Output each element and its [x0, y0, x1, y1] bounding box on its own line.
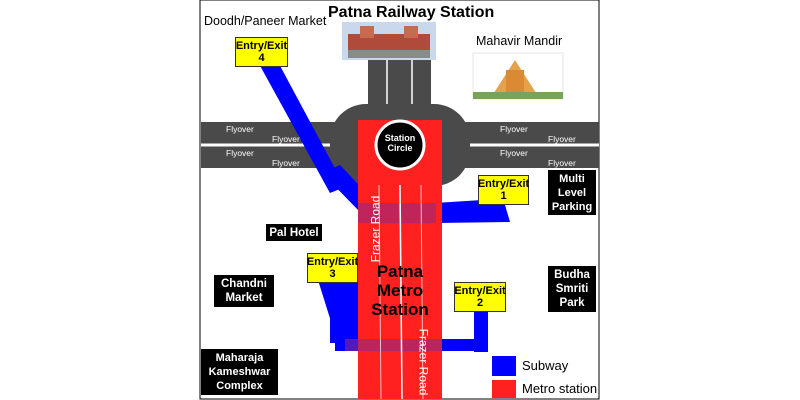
label-mahavir-mandir: Mahavir Mandir	[476, 34, 563, 48]
entry-exit-3-label: Entry/Exit	[306, 256, 359, 268]
entry-exit-1-label: Entry/Exit	[477, 178, 530, 190]
flyover-label: Flyover	[548, 158, 576, 168]
flyover-label: Flyover	[272, 158, 300, 168]
subway-to-entry-2	[474, 312, 488, 352]
pal-hotel-box: Pal Hotel	[266, 224, 322, 241]
entry-exit-3: Entry/Exit 3	[307, 253, 358, 283]
metro-station-label: Patna Metro Station	[371, 262, 429, 319]
flyover-label: Flyover	[500, 148, 528, 158]
chandni-market-box: Chandni Market	[214, 275, 274, 307]
flyover-label: Flyover	[548, 134, 576, 144]
label-doodh-paneer-market: Doodh/Paneer Market	[204, 14, 327, 28]
entry-exit-2: Entry/Exit 2	[454, 282, 506, 312]
entry-exit-3-number: 3	[329, 268, 336, 280]
multi-level-parking-box: Multi Level Parking	[548, 170, 596, 215]
entry-exit-1: Entry/Exit 1	[478, 175, 529, 205]
flyover-label: Flyover	[500, 124, 528, 134]
budha-smriti-park-box: Budha Smriti Park	[548, 266, 596, 312]
mahavir-mandir-image	[472, 52, 564, 100]
flyover-label: Flyover	[272, 134, 300, 144]
maharaja-complex-box: Maharaja Kameshwar Complex	[201, 349, 278, 395]
entry-exit-2-number: 2	[476, 297, 484, 309]
flyover-label: Flyover	[226, 148, 254, 158]
legend-subway-swatch	[492, 356, 516, 376]
station-circle-label: Station Circle	[384, 133, 416, 153]
legend-subway-label: Subway	[522, 358, 569, 373]
railway-station-image	[342, 22, 436, 60]
station-circle-marker	[374, 119, 426, 171]
entry-exit-1-number: 1	[500, 190, 507, 202]
entry-exit-4-number: 4	[258, 52, 265, 64]
legend-metro-label: Metro station	[522, 381, 598, 396]
map-title: Patna Railway Station	[328, 4, 495, 21]
entry-exit-4: Entry/Exit 4	[235, 37, 288, 67]
entry-exit-2-label: Entry/Exit	[454, 285, 506, 297]
entry-exit-4-label: Entry/Exit	[235, 40, 288, 52]
frazer-road-label-south: Frazer Road	[416, 328, 431, 396]
subway-to-entry-4	[258, 62, 345, 193]
flyover-label: Flyover	[226, 124, 254, 134]
legend-metro-swatch	[492, 380, 516, 398]
frazer-road-label-north: Frazer Road	[368, 195, 383, 263]
